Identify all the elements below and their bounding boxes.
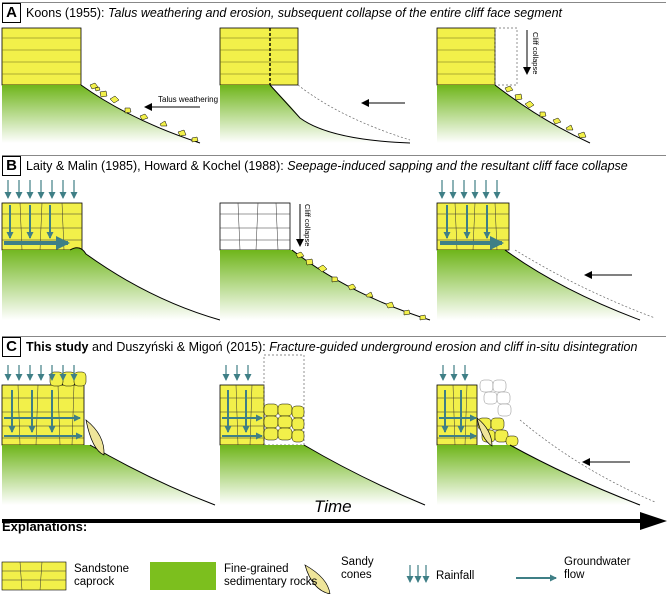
slope-profile	[80, 84, 201, 144]
fine-grained-rock	[220, 250, 430, 320]
row-b-header: B Laity & Malin (1985), Howard & Kochel (…	[2, 155, 666, 176]
fine-grained-rock	[437, 445, 640, 505]
row-c-bold: This study	[26, 340, 89, 354]
row-c-panel-3	[436, 365, 656, 506]
legend-sandstone-label: Sandstone caprock	[74, 563, 129, 588]
row-b-caption: Seepage-induced sapping and the resultan…	[287, 159, 628, 173]
sandstone-caprock	[436, 27, 496, 86]
caprock-bedding	[220, 37, 298, 75]
fine-grained-rock	[437, 250, 640, 320]
legend-groundwater-label: Groundwater flow	[564, 556, 631, 581]
rainfall-arrows	[438, 180, 501, 199]
row-a-panel-3: Cliff collapse	[436, 27, 591, 144]
talus-blocks	[504, 85, 587, 139]
row-c-panel-2	[219, 354, 426, 506]
ghost-blocks	[479, 379, 512, 417]
caprock-joints	[220, 202, 290, 251]
slope-profile	[504, 249, 641, 321]
sandy-cone	[476, 417, 493, 447]
former-slope-dotted	[297, 84, 411, 141]
rainfall-arrows-icon	[406, 565, 430, 583]
groundwater-flow-arrows	[4, 205, 70, 250]
talus-weathering-label: Talus weathering	[158, 95, 218, 104]
fine-grained-rock	[220, 445, 425, 505]
cliff-collapse-label: Cliff collapse	[303, 204, 312, 246]
row-c-header: C This study and Duszyński & Migoń (2015)…	[2, 336, 666, 357]
sandstone-caprock-swatch	[1, 561, 67, 591]
row-b-letter: B	[2, 156, 21, 176]
slope-profile	[291, 249, 431, 321]
legend-title: Explanations:	[2, 519, 88, 534]
caprock-bedding	[437, 37, 495, 75]
legend-fine-grained-label: Fine-grained sedimentary rocks	[224, 563, 318, 588]
groundwater-flow-arrows	[4, 390, 83, 440]
row-b-panel-2: Cliff collapse	[219, 202, 431, 321]
row-c-citation: and Duszyński & Migoń (2015):	[92, 340, 266, 354]
talus-blocks	[295, 251, 427, 321]
rainfall-arrows	[4, 365, 78, 381]
row-a-citation: Koons (1955):	[26, 6, 105, 20]
slope-profile	[303, 444, 426, 506]
disintegrated-blocks	[263, 403, 305, 443]
slope-profile	[269, 84, 411, 144]
row-c-letter: C	[2, 337, 21, 357]
time-label: Time	[314, 497, 352, 516]
rainfall-arrows	[439, 365, 469, 381]
fine-grained-rock	[2, 445, 215, 505]
former-slope-dotted	[514, 249, 656, 319]
sandy-cone-icon	[304, 564, 331, 594]
groundwater-flow-arrows	[222, 390, 263, 440]
row-c-caption: Fracture-guided underground erosion and …	[269, 340, 638, 354]
fine-grained-rock	[2, 85, 200, 143]
row-a-panel-1: Talus weathering	[1, 27, 218, 144]
time-axis-arrowhead	[640, 512, 667, 530]
slope-profile	[69, 247, 221, 321]
rainfall-arrows	[222, 365, 252, 381]
slope-profile	[509, 444, 641, 506]
row-b-panel-1	[1, 180, 221, 321]
groundwater-flow-arrows	[439, 390, 477, 440]
former-cliff-dotted	[494, 27, 518, 86]
rainfall-arrows	[4, 180, 78, 199]
talus-blocks	[89, 82, 199, 143]
fine-grained-rock	[220, 85, 410, 143]
cliff-collapse-label: Cliff collapse	[531, 32, 540, 74]
row-c-panel-1	[1, 365, 216, 506]
fine-grained-rock	[2, 247, 220, 320]
sandstone-caprock	[219, 27, 299, 86]
sandy-cone	[85, 419, 105, 456]
fine-grained-rock-swatch	[150, 562, 216, 590]
row-a-panel-2	[219, 27, 411, 144]
caprock-joints	[437, 384, 477, 446]
sandstone-caprock	[219, 202, 291, 251]
caprock-bedding	[2, 37, 81, 75]
groundwater-flow-arrows	[440, 205, 504, 250]
fine-grained-rock	[437, 85, 590, 143]
row-a-letter: A	[2, 3, 21, 23]
sandstone-caprock	[1, 27, 82, 86]
row-b-panel-3	[436, 180, 656, 321]
legend-sandy-cones-label: Sandy cones	[341, 556, 374, 581]
row-a-header: A Koons (1955): Talus weathering and eros…	[2, 2, 666, 23]
row-b-citation: Laity & Malin (1985), Howard & Kochel (1…	[26, 159, 284, 173]
caprock-rounded-blocks	[49, 371, 87, 387]
row-a-caption: Talus weathering and erosion, subsequent…	[108, 6, 563, 20]
legend-rainfall-label: Rainfall	[436, 570, 475, 582]
